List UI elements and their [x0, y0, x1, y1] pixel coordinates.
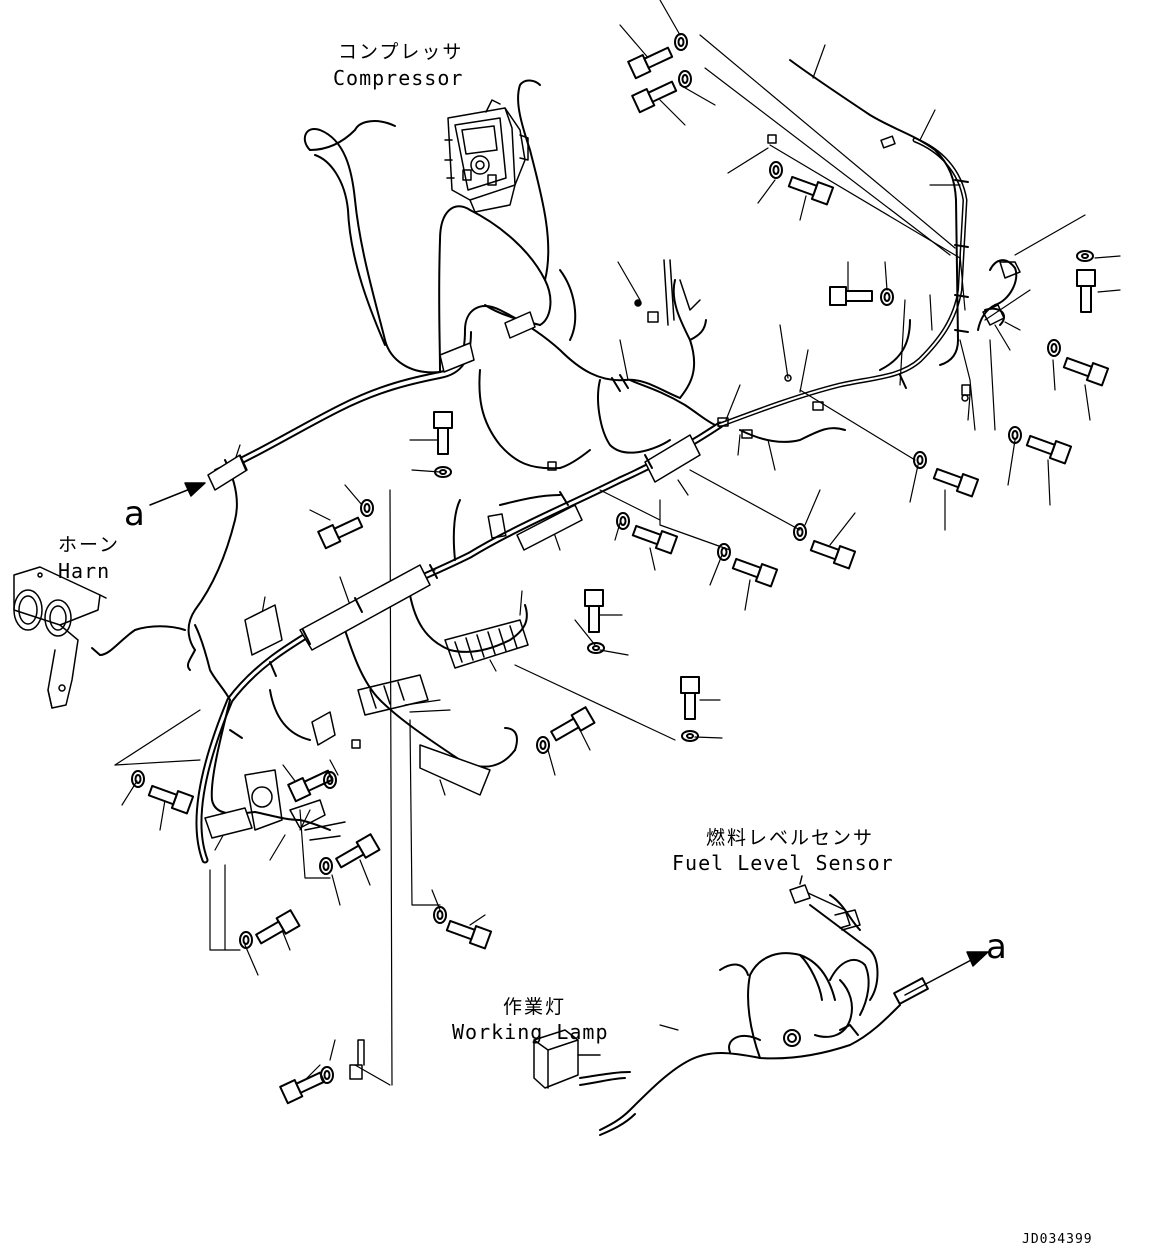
fuel-level-sensor [789, 875, 861, 931]
reference-arrows [149, 482, 989, 996]
washers [131, 33, 1094, 1084]
horn-label-jp: ホーン [58, 534, 121, 556]
compressor-label-en: Compressor [333, 66, 464, 90]
compressor-branch-harness [214, 79, 911, 477]
protective-tapes [204, 311, 701, 839]
main-harness [195, 137, 968, 864]
bolts [147, 46, 1110, 1105]
drawing-number: JD034399 [1022, 1232, 1093, 1247]
working-lamp-label-jp: 作業灯 [503, 996, 567, 1018]
horn-label-en: Harn [58, 559, 111, 583]
compressor-label-jp: コンプレッサ [338, 41, 464, 63]
fuel-sensor-label-jp: 燃料レベルセンサ [706, 827, 875, 849]
horn-branch-harness [91, 459, 238, 701]
harness-clamps [229, 179, 969, 739]
reference-mark-right: a [986, 927, 1007, 967]
reference-mark-left: a [124, 494, 145, 534]
junction-connectors [244, 134, 1021, 1080]
working-lamp-label-en: Working Lamp [452, 1020, 609, 1044]
working-lamp [533, 1029, 601, 1089]
fuel-sensor-label-en: Fuel Level Sensor [672, 851, 894, 875]
callout-leaders [121, 0, 1121, 1081]
leader-lines [114, 34, 1086, 1086]
fuel-sensor-harness [579, 894, 929, 1136]
lower-branch-harness [210, 494, 561, 831]
compressor [444, 99, 529, 213]
horn [13, 566, 107, 709]
right-harness [789, 59, 1018, 396]
